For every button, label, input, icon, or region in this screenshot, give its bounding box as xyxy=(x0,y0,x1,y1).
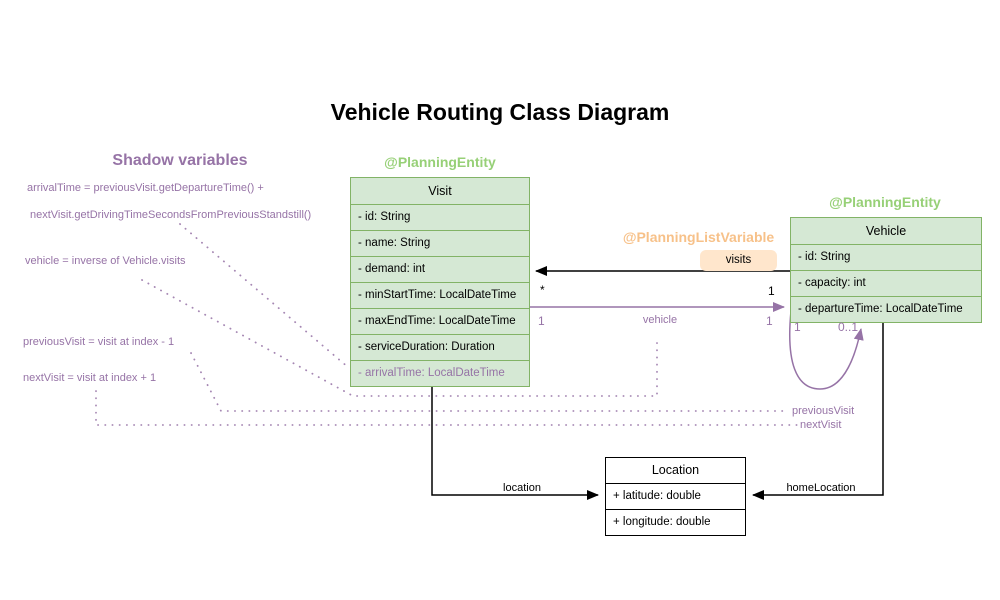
visit-field-service-duration: - serviceDuration: Duration xyxy=(351,334,529,360)
visits-multiplicity-visit-end: * xyxy=(540,283,545,297)
visits-relation-badge: visits xyxy=(700,250,777,271)
location-arrow xyxy=(431,385,599,500)
location-class-box: Location + latitude: double + longitude:… xyxy=(605,457,746,536)
diagram-title: Vehicle Routing Class Diagram xyxy=(330,99,670,125)
next-visit-relation-label: nextVisit xyxy=(800,419,842,431)
shadow-note-vehicle: vehicle = inverse of Vehicle.visits xyxy=(25,255,186,267)
location-field-latitude: + latitude: double xyxy=(606,483,745,509)
vehicle-class-box: Vehicle - id: String - capacity: int - d… xyxy=(790,217,982,323)
vehicle-field-id: - id: String xyxy=(791,244,981,270)
location-class-name: Location xyxy=(651,463,700,477)
location-relation-label: location xyxy=(503,482,541,494)
visit-field-arrival-time: - arrivalTime: LocalDateTime xyxy=(351,360,529,386)
visit-field-max-end-time: - maxEndTime: LocalDateTime xyxy=(351,308,529,334)
shadow-note-arrival-time-line1: arrivalTime = previousVisit.getDeparture… xyxy=(27,182,264,194)
vehicle-relation-label: vehicle xyxy=(642,314,678,326)
vehicle-multiplicity-vehicle-end: 1 xyxy=(766,314,773,328)
visit-class-box: Visit - id: String - name: String - dema… xyxy=(350,177,530,387)
planning-list-variable-annotation: @PlanningListVariable xyxy=(622,229,775,245)
vehicle-field-departure-time: - departureTime: LocalDateTime xyxy=(791,296,981,322)
shadow-note-arrival-time-line2: nextVisit.getDrivingTimeSecondsFromPrevi… xyxy=(30,209,312,221)
home-location-relation-label: homeLocation xyxy=(786,482,856,494)
visit-field-name: - name: String xyxy=(351,230,529,256)
previous-visit-relation-label: previousVisit xyxy=(792,405,855,417)
vehicle-planning-entity-annotation: @PlanningEntity xyxy=(829,194,941,210)
visit-class-name: Visit xyxy=(428,184,452,198)
visit-planning-entity-annotation: @PlanningEntity xyxy=(384,154,496,170)
visits-multiplicity-vehicle-end: 1 xyxy=(768,284,775,298)
shadow-variables-heading: Shadow variables xyxy=(112,152,248,169)
next-visit-dotted-connector xyxy=(95,390,798,426)
visit-field-demand: - demand: int xyxy=(351,256,529,282)
shadow-note-next-visit: nextVisit = visit at index + 1 xyxy=(23,372,157,384)
shadow-note-previous-visit: previousVisit = visit at index - 1 xyxy=(23,336,175,348)
visit-field-id: - id: String xyxy=(351,204,529,230)
self-loop-multiplicity-end: 0..1 xyxy=(838,320,859,334)
self-loop-multiplicity-start: 1 xyxy=(794,320,801,334)
visit-field-min-start-time: - minStartTime: LocalDateTime xyxy=(351,282,529,308)
location-field-longitude: + longitude: double xyxy=(606,509,745,535)
vehicle-field-capacity: - capacity: int xyxy=(791,270,981,296)
vehicle-multiplicity-visit-end: 1 xyxy=(538,314,545,328)
arrival-time-dotted-connector xyxy=(179,223,350,369)
vehicle-class-name: Vehicle xyxy=(865,224,907,238)
